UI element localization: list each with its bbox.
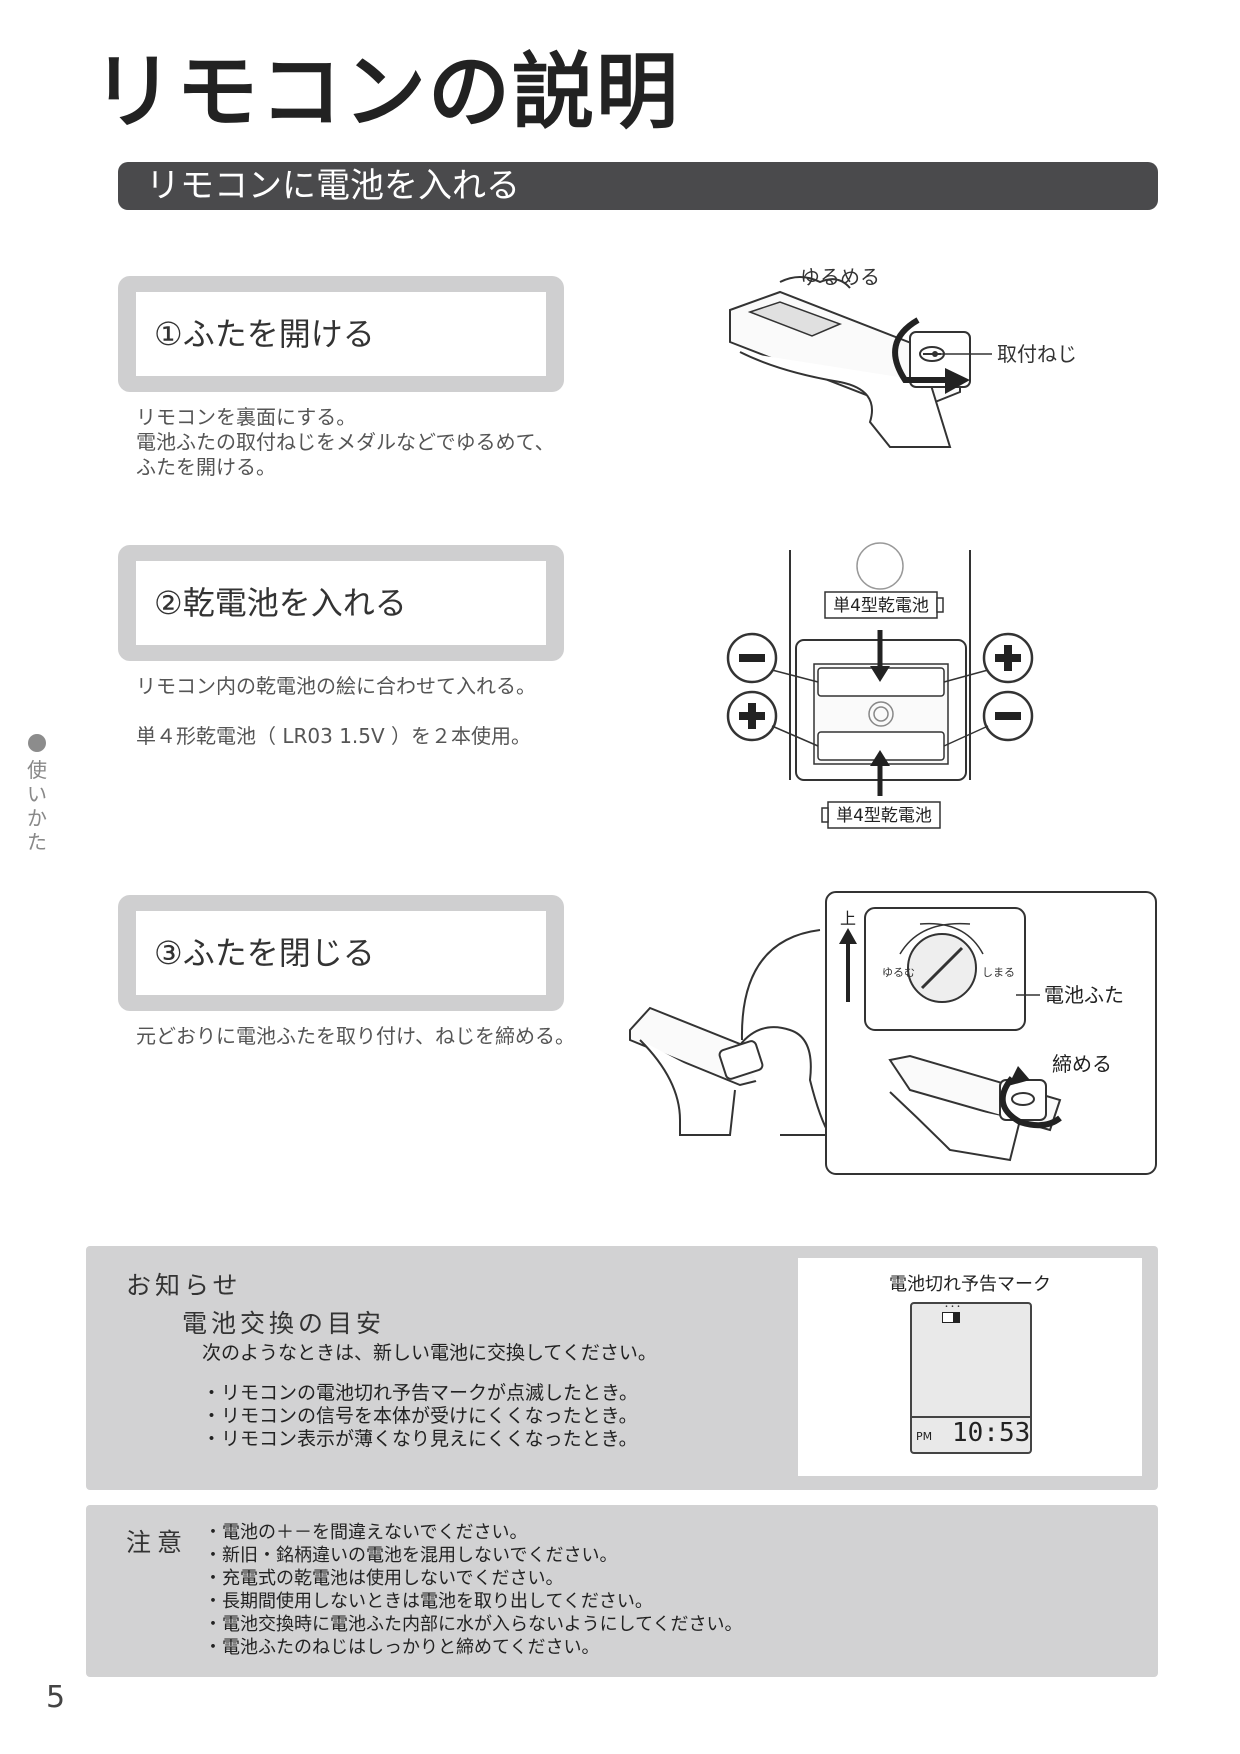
leader-dot xyxy=(932,351,938,357)
label-tighten-small: しまる xyxy=(982,966,1015,979)
label-up: 上 xyxy=(840,909,856,928)
blink-marks-icon: ･･･ xyxy=(944,1302,962,1313)
notice-box: お知らせ 電池交換の目安 次のようなときは、新しい電池に交換してください。 ・リ… xyxy=(86,1246,1158,1490)
caution-box: 注意 ・電池の＋－を間違えないでください。 ・新旧・銘柄違いの電池を混用しないで… xyxy=(86,1505,1158,1677)
step-3-description: 元どおりに電池ふたを取り付け、ねじを締める。 xyxy=(136,1024,575,1049)
step-2-spacer xyxy=(136,699,536,724)
caution-item: ・長期間使用しないときは電池を取り出してください。 xyxy=(204,1591,653,1612)
display-panel: 電池切れ予告マーク ･･･ PM 10:53 xyxy=(798,1258,1142,1476)
side-label: 使いかた xyxy=(27,758,47,854)
label-loosen-small: ゆるむ xyxy=(882,966,915,979)
step-2-box: ②乾電池を入れる xyxy=(118,545,564,661)
figure-close-cover: ゆるむ しまる 上 電池ふた 締める xyxy=(629,891,1157,1175)
step-1-line: ふたを開ける。 xyxy=(136,455,276,479)
minus-icon xyxy=(726,632,819,684)
step-1-label: ①ふたを開ける xyxy=(136,292,546,376)
plus-icon xyxy=(943,632,1034,684)
battery-label-bottom-box xyxy=(827,801,941,829)
caution-item: ・電池ふたのねじはしっかりと締めてください。 xyxy=(204,1637,600,1658)
label-battery-bottom: 単4型乾電池 xyxy=(836,806,932,826)
label-loosen: ゆるめる xyxy=(800,265,880,289)
step-3-box: ③ふたを閉じる xyxy=(118,895,564,1011)
arrowhead-up-icon xyxy=(870,750,890,766)
button-circle xyxy=(856,542,904,590)
display-time: 10:53 xyxy=(952,1418,1031,1448)
caution-heading: 注意 xyxy=(126,1528,189,1557)
label-battery-top: 単4型乾電池 xyxy=(833,596,929,616)
arrowhead-icon xyxy=(1008,1066,1030,1086)
arrowhead-down-icon xyxy=(870,666,890,682)
battery-low-icon xyxy=(942,1312,960,1323)
remote-in-hand-illustration xyxy=(629,1006,832,1136)
label-cover: 電池ふた xyxy=(1044,983,1124,1007)
notice-item: ・リモコンの信号を本体が受けにくくなったとき。 xyxy=(202,1405,638,1427)
remote-tighten-illustration xyxy=(888,1054,1062,1162)
step-2-line: 単４形乾電池（ LR03 1.5V ）を２本使用。 xyxy=(136,724,532,748)
plus-icon xyxy=(726,690,819,747)
remote-illustration xyxy=(729,276,961,448)
step-2-line: リモコン内の乾電池の絵に合わせて入れる。 xyxy=(136,674,536,698)
arrowhead-up-icon xyxy=(839,928,857,944)
minus-icon xyxy=(943,690,1034,747)
label-screw: 取付ねじ xyxy=(997,342,1077,366)
lcd-divider xyxy=(912,1416,1030,1418)
notice-intro: 次のようなときは、新しい電池に交換してください。 xyxy=(202,1342,657,1364)
callout-curve xyxy=(740,929,821,1041)
step-1-line: 電池ふたの取付ねじをメダルなどでゆるめて、 xyxy=(136,430,555,454)
step-1-line: リモコンを裏面にする。 xyxy=(136,405,357,429)
caution-item: ・電池の＋－を間違えないでください。 xyxy=(204,1522,528,1543)
notice-heading: お知らせ xyxy=(126,1271,242,1300)
notice-item: ・リモコンの電池切れ予告マークが点滅したとき。 xyxy=(202,1382,639,1404)
notice-item: ・リモコン表示が薄くなり見えにくくなったとき。 xyxy=(202,1428,638,1450)
battery-label-bottom-tip xyxy=(821,807,829,823)
figure-open-cover: ゆるめる 取付ねじ xyxy=(729,265,1077,448)
rotation-arc-icon xyxy=(899,922,971,955)
caution-item: ・電池交換時に電池ふた内部に水が入らないようにしてください。 xyxy=(204,1614,743,1635)
side-bullet-icon xyxy=(28,734,46,752)
arrowhead-icon xyxy=(945,368,970,394)
page-title: リモコンの説明 xyxy=(92,45,681,140)
notice-subheading: 電池交換の目安 xyxy=(182,1309,386,1338)
lcd-display: ･･･ PM 10:53 xyxy=(910,1302,1032,1454)
section-title-bar: リモコンに電池を入れる xyxy=(118,162,1158,210)
step-3-label: ③ふたを閉じる xyxy=(136,911,546,995)
figure-insert-batteries: 単4型乾電池 単4型乾電池 xyxy=(726,542,1034,829)
step-1-description: リモコンを裏面にする。 電池ふたの取付ねじをメダルなどでゆるめて、 ふたを開ける… xyxy=(136,405,555,480)
display-ampm: PM xyxy=(916,1430,933,1443)
step-2-description: リモコン内の乾電池の絵に合わせて入れる。 単４形乾電池（ LR03 1.5V ）… xyxy=(136,674,536,749)
battery-label-top-tip xyxy=(936,597,944,613)
page-number: 5 xyxy=(46,1680,66,1715)
caution-item: ・充電式の乾電池は使用しないでください。 xyxy=(204,1568,564,1589)
display-caption: 電池切れ予告マーク xyxy=(889,1274,1051,1295)
step-2-label: ②乾電池を入れる xyxy=(136,561,546,645)
dial-slot xyxy=(920,946,964,990)
caution-item: ・新旧・銘柄違いの電池を混用しないでください。 xyxy=(204,1545,618,1566)
step-3-line: 元どおりに電池ふたを取り付け、ねじを締める。 xyxy=(136,1024,575,1048)
label-tighten: 締める xyxy=(1052,1052,1112,1076)
notice-list: ・リモコンの電池切れ予告マークが点滅したとき。 ・リモコンの信号を本体が受けにく… xyxy=(202,1382,638,1451)
battery-label-top-box xyxy=(824,591,938,619)
rotation-arc-icon xyxy=(919,922,984,955)
step-1-box: ①ふたを開ける xyxy=(118,276,564,392)
screw-hole-icon xyxy=(868,701,894,727)
caution-list: ・電池の＋－を間違えないでください。 ・新旧・銘柄違いの電池を混用しないでくださ… xyxy=(204,1521,743,1659)
loosen-arrow-icon xyxy=(892,317,950,383)
screw-hole-inner xyxy=(873,706,889,722)
tighten-arrow-icon xyxy=(999,1076,1062,1129)
